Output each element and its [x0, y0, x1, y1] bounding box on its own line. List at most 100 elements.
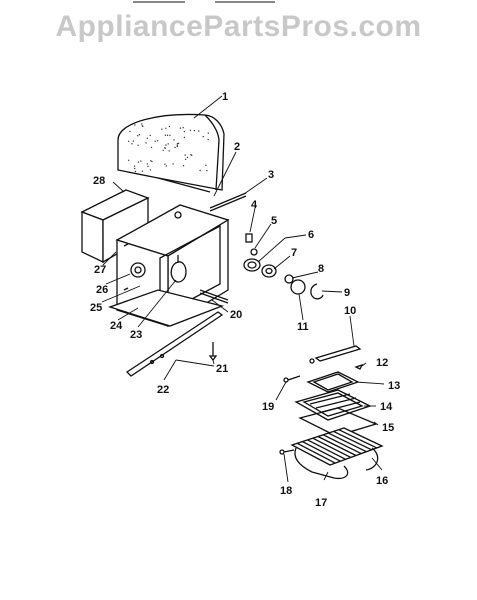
insulation-speck	[176, 143, 179, 145]
insulation-speck	[199, 169, 201, 172]
part-small-components	[243, 233, 277, 278]
insulation-speck	[146, 163, 148, 165]
insulation-speck	[165, 127, 167, 129]
insulation-speck	[127, 140, 130, 142]
insulation-speck	[131, 143, 133, 145]
callout-18: 18	[280, 485, 292, 497]
callout-26: 26	[96, 284, 108, 296]
callout-23: 23	[130, 329, 142, 341]
insulation-speck	[149, 169, 152, 171]
insulation-speck	[134, 124, 136, 126]
callout-19: 19	[262, 401, 274, 413]
insulation-speck	[205, 164, 207, 166]
insulation-speck	[198, 130, 200, 132]
insulation-speck	[164, 134, 167, 136]
part-side-insulation	[80, 189, 150, 264]
insulation-speck	[150, 160, 152, 162]
insulation-speck	[151, 160, 153, 163]
insulation-speck	[183, 130, 186, 133]
insulation-speck	[174, 146, 176, 149]
part-bottom-panel	[107, 289, 225, 327]
callout-28: 28	[93, 175, 105, 187]
insulation-speck	[184, 154, 186, 156]
callout-24: 24	[110, 320, 123, 332]
part-bracket-10-12	[309, 345, 364, 370]
insulation-speck	[145, 142, 147, 144]
insulation-speck	[186, 156, 189, 159]
callout-5: 5	[271, 215, 277, 227]
watermark-text: AppliancePartsPros.com	[55, 10, 422, 43]
callout-1: 1	[222, 91, 228, 103]
insulation-speck	[128, 159, 130, 161]
insulation-speck	[184, 158, 187, 161]
callout-labels: 1 2 3 4 5 6 7 8 9 10 11 12 13 14 15 16 1…	[90, 91, 400, 509]
callout-leaders	[101, 95, 385, 483]
callout-3: 3	[268, 169, 274, 181]
callout-6: 6	[308, 229, 314, 241]
insulation-speck	[183, 136, 186, 139]
callout-22: 22	[157, 384, 169, 396]
insulation-speck	[129, 130, 131, 133]
insulation-speck	[168, 150, 170, 152]
insulation-speck	[165, 165, 167, 167]
part-rack-16	[290, 427, 384, 480]
callout-17: 17	[315, 497, 327, 509]
insulation-speck	[137, 135, 139, 137]
insulation-speck	[179, 127, 182, 129]
insulation-speck	[176, 145, 178, 148]
insulation-speck	[167, 143, 169, 145]
insulation-speck	[182, 165, 185, 167]
part-rod-top	[209, 192, 247, 212]
part-element-13	[306, 371, 360, 393]
rack-bar	[322, 434, 362, 455]
part-tray-14	[294, 389, 372, 421]
insulation-speck	[193, 129, 196, 132]
callout-12: 12	[376, 357, 388, 369]
part-insulation-top	[117, 113, 225, 193]
insulation-speck	[141, 125, 143, 127]
insulation-speck	[168, 125, 171, 128]
rack-bar	[307, 439, 346, 460]
insulation-speck	[156, 140, 159, 142]
callout-4: 4	[251, 199, 258, 211]
callout-9: 9	[344, 287, 350, 299]
insulation-speck	[138, 134, 141, 136]
rack-bar	[317, 435, 357, 457]
insulation-speck	[161, 128, 163, 130]
callout-21: 21	[216, 363, 228, 375]
insulation-speck	[149, 134, 151, 137]
part-long-rod	[125, 311, 224, 377]
rack-bar	[328, 432, 367, 453]
insulation-speck	[141, 170, 143, 172]
insulation-speck	[177, 142, 180, 144]
insulation-speck	[202, 136, 204, 138]
callout-25: 25	[90, 302, 102, 314]
insulation-speck	[172, 163, 174, 165]
insulation-speck	[154, 140, 156, 142]
callout-11: 11	[297, 321, 309, 333]
part-light-assembly	[284, 274, 324, 300]
insulation-speck	[134, 167, 136, 170]
insulation-speck	[137, 161, 140, 163]
insulation-speck	[147, 165, 149, 168]
rack-bar	[338, 429, 378, 449]
callout-2: 2	[234, 141, 240, 153]
callout-15: 15	[382, 422, 394, 434]
insulation-speck	[141, 123, 143, 125]
insulation-speck	[176, 144, 178, 146]
callout-20: 20	[230, 309, 242, 321]
insulation-speck	[165, 144, 167, 146]
callout-13: 13	[388, 380, 400, 392]
insulation-speck	[207, 138, 209, 141]
rack-bar	[302, 441, 341, 462]
rack-bar	[312, 437, 352, 458]
insulation-speck	[190, 154, 192, 156]
rack-bar	[296, 442, 336, 464]
insulation-speck	[164, 163, 166, 165]
insulation-speck	[133, 165, 136, 167]
insulation-speck	[164, 147, 166, 149]
part-bottom-rod	[199, 289, 229, 304]
callout-16: 16	[376, 475, 388, 487]
insulation-speck	[150, 146, 153, 149]
